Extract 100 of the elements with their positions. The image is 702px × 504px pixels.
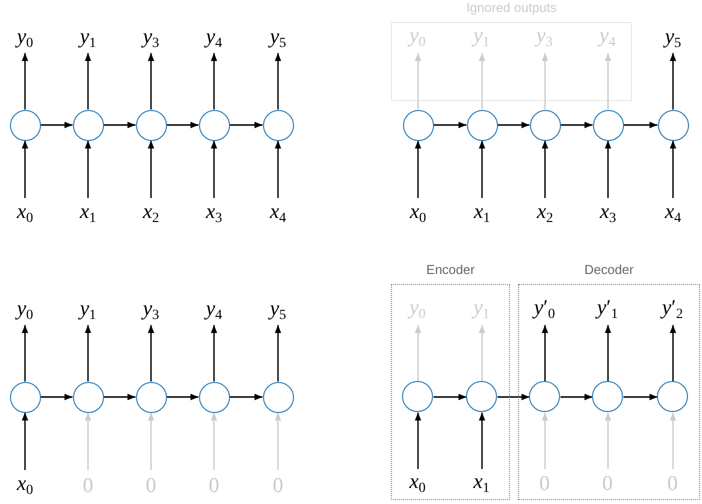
math-label: y$_{1}$: [68, 297, 108, 323]
arrow: [542, 140, 548, 198]
arrow: [230, 394, 262, 400]
arrow: [414, 53, 422, 110]
arrow: [274, 412, 282, 470]
math-label: x$_{4}$: [258, 200, 298, 226]
math-label: y$_{5}$: [258, 25, 298, 51]
arrow: [604, 325, 612, 382]
arrow: [274, 53, 282, 110]
math-label: x$_{1}$: [462, 200, 502, 226]
math-label: y′$_{2}$: [652, 296, 692, 322]
rnn-cell-circle: [136, 110, 166, 140]
rnn-cell-circle: [530, 110, 560, 140]
arrow: [210, 325, 218, 382]
arrow: [148, 140, 154, 198]
arrow: [478, 325, 486, 382]
arrow: [478, 412, 486, 469]
rnn-cell-circle: [529, 381, 560, 412]
rnn-cell-circle: [198, 382, 230, 412]
arrow: [22, 412, 28, 470]
arrow: [22, 325, 28, 382]
group-title: Encoder: [425, 262, 476, 277]
math-label: x$_{1}$: [68, 200, 108, 226]
arrow: [274, 140, 282, 198]
math-label: y′$_{1}$: [588, 296, 628, 322]
arrow: [604, 412, 612, 469]
arrow: [624, 394, 658, 400]
math-label: y′$_{0}$: [524, 296, 564, 322]
math-label: x$_{0}$: [5, 200, 45, 226]
arrow: [84, 412, 92, 470]
rnn-cell-circle: [466, 381, 497, 412]
math-label: x$_{3}$: [588, 200, 628, 226]
arrow: [166, 122, 198, 128]
arrow: [542, 53, 548, 110]
arrow: [604, 140, 612, 198]
arrow: [84, 325, 92, 382]
math-label: y$_{1}$: [68, 25, 108, 51]
math-label: x$_{0}$: [398, 470, 438, 496]
rnn-cell-circle: [262, 382, 294, 412]
arrow: [84, 140, 92, 198]
math-label: y$_{5}$: [258, 297, 298, 323]
arrow: [104, 122, 136, 128]
rnn-cell-circle: [72, 110, 104, 140]
arrow: [210, 140, 218, 198]
arrow: [40, 394, 72, 400]
arrow: [22, 140, 28, 198]
math-label: x$_{3}$: [194, 200, 234, 226]
rnn-cell-circle: [262, 110, 294, 140]
arrow: [670, 412, 676, 469]
arrow: [478, 140, 486, 198]
rnn-cell-circle: [72, 382, 104, 412]
arrow: [414, 325, 422, 382]
rnn-cell-circle: [402, 110, 434, 140]
arrow: [274, 325, 282, 382]
arrow: [560, 122, 592, 128]
arrow: [414, 140, 422, 198]
math-label: y$_{5}$: [653, 25, 693, 51]
math-label: y$_{3}$: [131, 297, 171, 323]
rnn-cell-circle: [198, 110, 230, 140]
rnn-cell-circle: [592, 381, 623, 412]
math-label: y$_{0}$: [5, 25, 45, 51]
arrow: [560, 394, 592, 400]
math-label: x$_{1}$: [462, 470, 502, 496]
arrow: [604, 53, 612, 110]
arrow: [670, 53, 676, 110]
math-label: y$_{4}$: [194, 25, 234, 51]
arrow: [40, 122, 72, 128]
arrow: [104, 394, 136, 400]
rnn-cell-circle: [10, 382, 40, 412]
arrow: [84, 53, 92, 110]
arrow: [148, 325, 154, 382]
math-label: y$_{3}$: [131, 25, 171, 51]
arrow: [210, 412, 218, 470]
arrow: [478, 53, 486, 110]
rnn-cell-circle: [10, 110, 40, 140]
arrow: [22, 53, 28, 110]
arrow: [542, 325, 548, 382]
math-label: x$_{0}$: [5, 472, 45, 498]
rnn-cell-circle: [402, 381, 433, 412]
arrow: [434, 394, 466, 400]
arrow: [542, 412, 548, 469]
math-label: x$_{2}$: [525, 200, 565, 226]
math-label: y$_{0}$: [5, 297, 45, 323]
arrow: [230, 122, 262, 128]
arrow: [498, 122, 530, 128]
arrow: [670, 140, 676, 198]
arrow: [414, 412, 422, 469]
arrow: [166, 394, 198, 400]
rnn-cell-circle: [657, 381, 688, 412]
arrow: [670, 325, 676, 382]
math-label: x$_{0}$: [398, 200, 438, 226]
arrow: [148, 412, 154, 470]
arrow: [624, 122, 658, 128]
group-title: Decoder: [583, 262, 635, 277]
math-label: x$_{2}$: [131, 200, 171, 226]
rnn-cell-circle: [658, 110, 688, 140]
arrow: [498, 394, 530, 400]
arrow: [434, 122, 466, 128]
rnn-cell-circle: [592, 110, 624, 140]
rnn-cell-circle: [136, 382, 166, 412]
